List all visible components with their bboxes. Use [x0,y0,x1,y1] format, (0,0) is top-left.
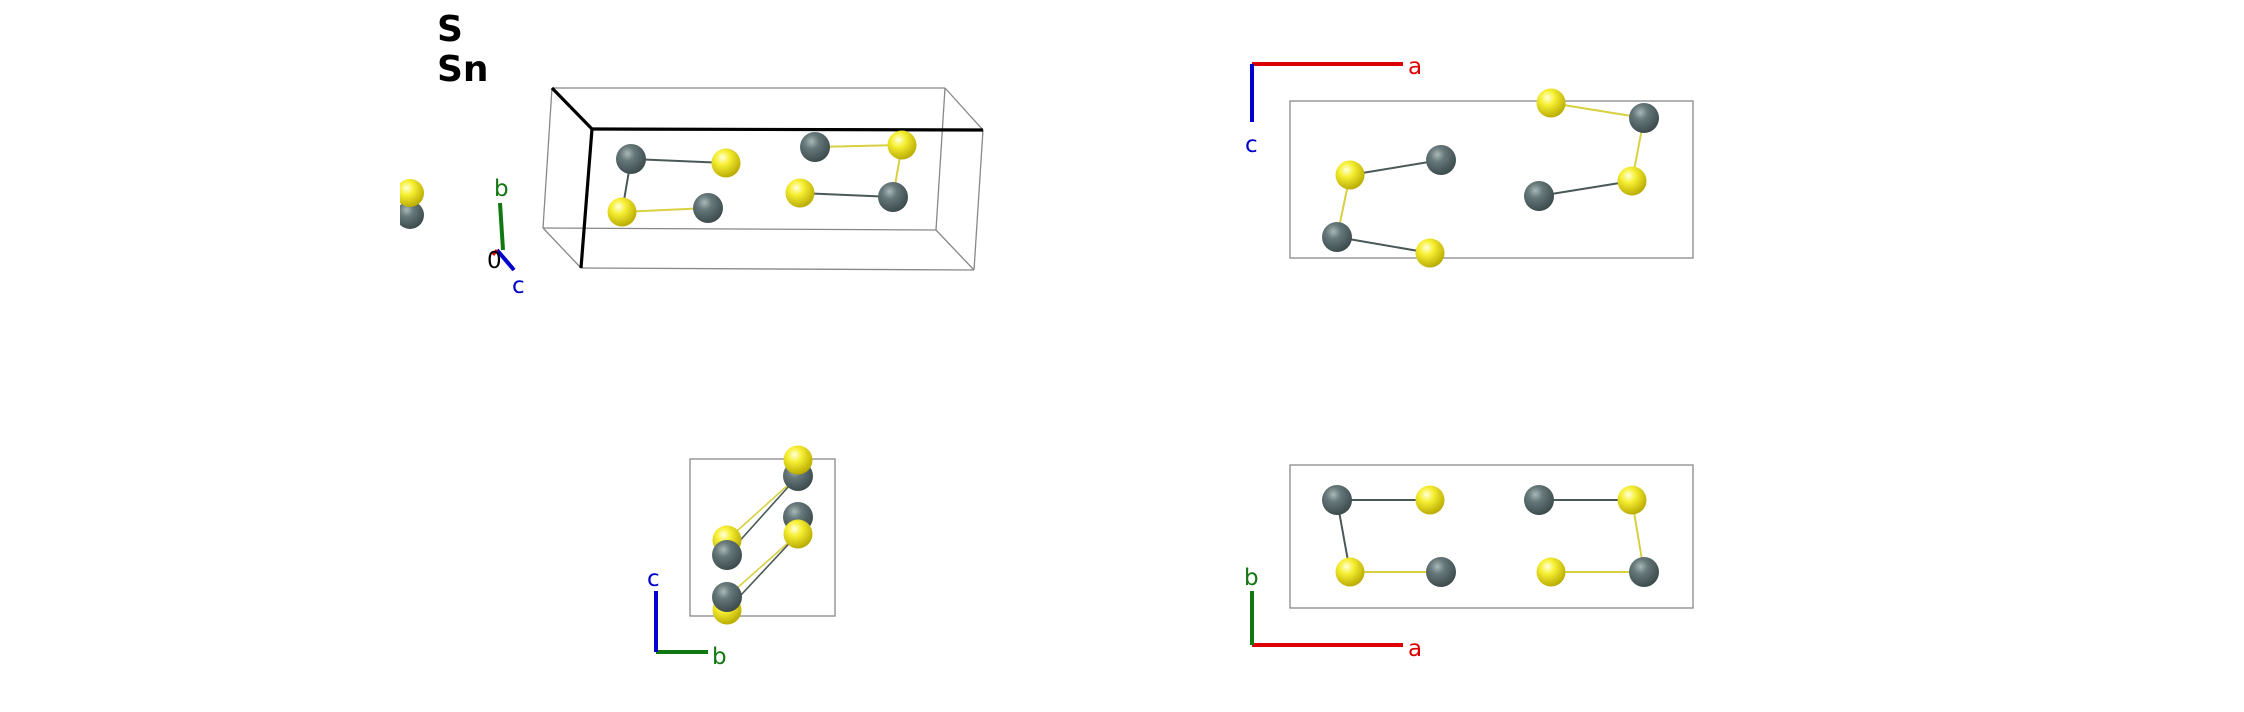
atom-s [785,178,815,208]
axis-indicator-ab: b a [1244,565,1422,662]
unit-cell-frame [542,87,984,271]
axis-label-c: c [1245,132,1258,158]
atom-s [711,148,741,178]
atom-s [783,519,813,549]
atom-s [1415,238,1445,268]
atom-sn [1322,485,1352,515]
atom-s [396,179,424,207]
atom-sn [1629,557,1659,587]
unit-cell-frame [1289,464,1694,609]
legend-label-s: S [437,9,463,50]
axis-label-origin: 0 [487,248,502,274]
atom-s [1536,88,1566,118]
bonds [726,475,799,611]
unit-cell-frame [689,458,836,617]
panel-view-bc: c b [647,445,836,670]
atom-sn [712,540,742,570]
axis-label-b: b [494,176,509,202]
axis-label-a: a [1408,636,1422,662]
legend-label-sn: Sn [437,49,489,90]
bonds [1336,102,1645,254]
bonds [1336,499,1645,573]
atom-sn [1322,222,1352,252]
atom-sn [1426,145,1456,175]
axis-label-b: b [1244,565,1259,591]
atom-s [1335,160,1365,190]
axis-label-a: a [1408,54,1422,80]
atom-sn [878,182,908,212]
bonds [621,144,903,213]
atom-s [1335,557,1365,587]
atom-s [887,130,917,160]
unit-cell-frame [1289,100,1694,259]
atom-sn [1524,485,1554,515]
axis-label-c: c [512,273,525,299]
atom-s [1536,557,1566,587]
atom-sn [1524,181,1554,211]
atom-sn [800,132,830,162]
axis-indicator-ac: a c [1245,54,1422,158]
atom-sn [616,144,646,174]
atom-sn [712,582,742,612]
atom-sn [1426,557,1456,587]
atom-s [1617,166,1647,196]
axis-label-b: b [712,644,727,670]
atom-s [607,197,637,227]
atom-sn [396,201,424,229]
atom-sn [1629,103,1659,133]
axis-indicator-bc: c b [647,566,727,670]
atom-s [1415,485,1445,515]
axis-label-c: c [647,566,660,592]
panel-perspective: b 0 c [384,86,984,299]
atom-s [1617,485,1647,515]
panel-view-ac: a c [1245,54,1694,268]
unit-cell-bold-edges [550,86,984,269]
atom-s [783,445,813,475]
panel-view-ab: b a [1244,464,1694,662]
axis-indicator-perspective: b 0 c [487,176,525,299]
atom-sn [693,193,723,223]
